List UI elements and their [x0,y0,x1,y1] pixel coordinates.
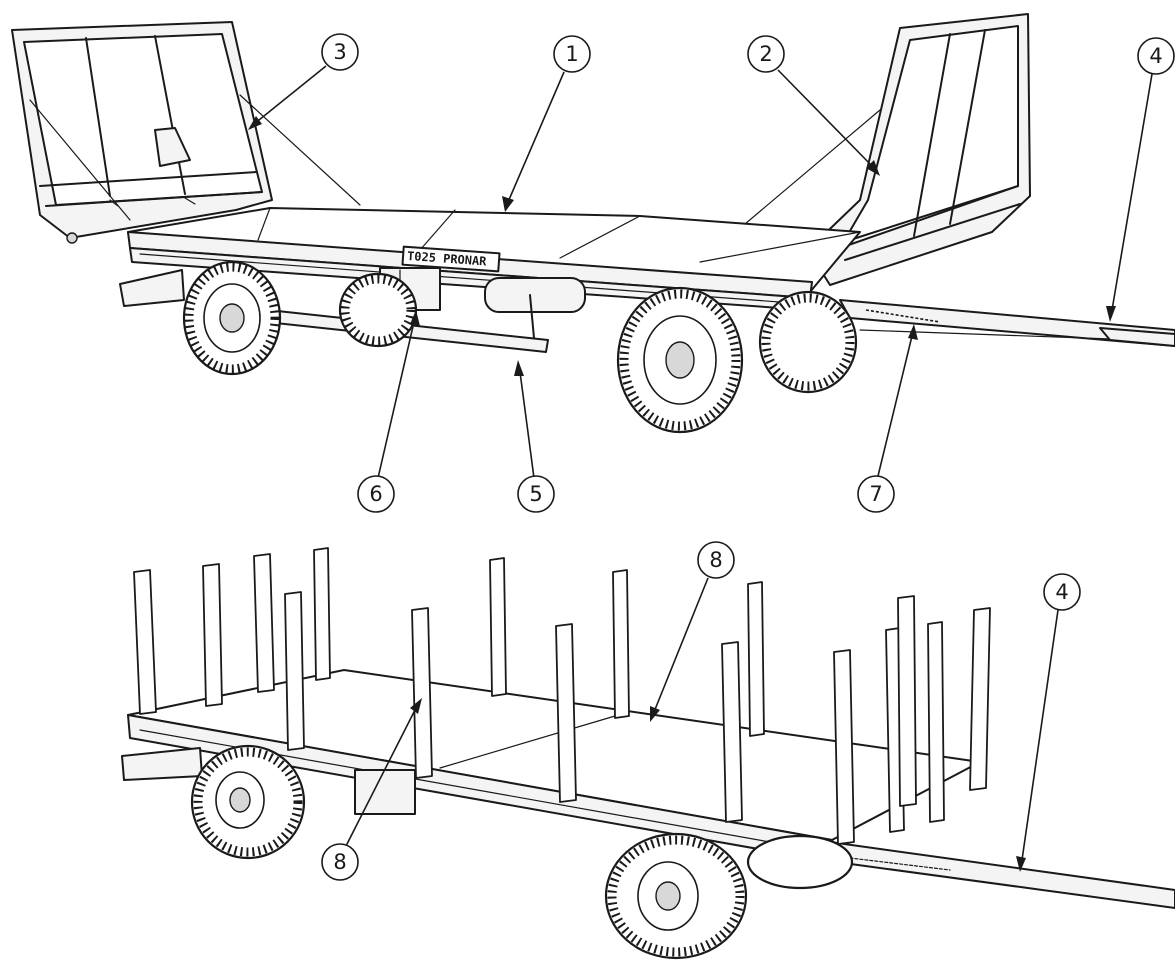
rear-ladder [11,21,361,244]
stake [284,591,305,751]
stake-wheel-front-right [746,834,854,890]
callout-8-top-label: 8 [709,548,722,572]
stake-wheel-rear [190,744,306,860]
callout-2-label: 2 [759,42,772,66]
stake [927,621,945,823]
stakes [133,547,991,845]
callout-5 [517,475,555,513]
callout-5-label: 5 [529,482,542,506]
callout-2 [747,35,785,73]
model-plate-text: T025 PRONAR [407,249,488,269]
chassis [119,267,1175,353]
callout-4-top [1137,37,1175,75]
callout-7 [857,475,895,513]
callout-8-top [697,541,735,579]
callout-1-label: 1 [565,42,578,66]
callout-4-bottom-label: 4 [1055,580,1068,604]
stake [555,623,577,803]
stake [489,557,507,697]
stake [202,563,223,707]
wheel-front-right [758,290,858,394]
stake [612,569,630,719]
wheel-rear-left [182,260,282,376]
stake-wheel-front [604,832,748,960]
callout-7-label: 7 [869,482,882,506]
stake [969,607,991,791]
front-ladder [699,13,1031,286]
callout-4-bottom [1043,573,1081,611]
model-plate: T025 PRONAR [401,245,501,273]
stake [133,569,157,715]
callout-4-top-label: 4 [1149,44,1162,68]
stake-trailer-view [121,547,1175,960]
callouts: 1 2 3 4 5 6 7 4 [248,33,1175,881]
callout-3 [321,33,359,71]
callout-8-bottom [321,843,359,881]
stake [253,553,275,693]
stake [721,641,743,823]
callout-6 [357,475,395,513]
callout-1 [553,35,591,73]
wheel-front-left [616,286,744,434]
stake [897,595,917,807]
bale-trailer-view: T025 PRONAR [11,13,1175,434]
callout-8-bottom-label: 8 [333,850,346,874]
stake [747,581,765,737]
stake [411,607,433,779]
callout-6-label: 6 [369,482,382,506]
stake [833,649,855,845]
stake [313,547,331,681]
wheel-rear-right [338,272,418,348]
callout-3-label: 3 [333,40,346,64]
drawbar-spring [865,309,941,323]
